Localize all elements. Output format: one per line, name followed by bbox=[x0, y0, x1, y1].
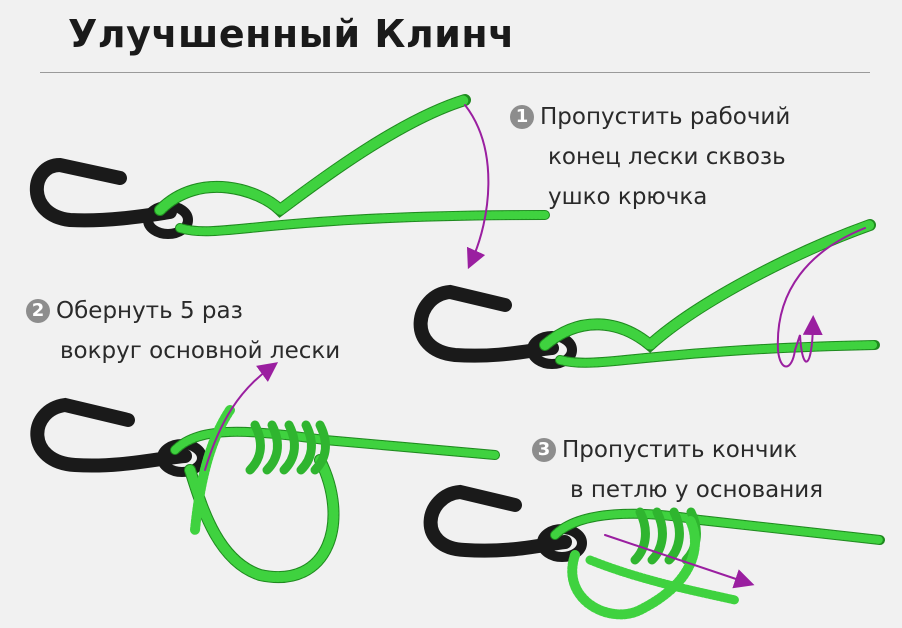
step-text: Пропустить рабочий bbox=[540, 104, 791, 130]
step-text: конец лески сквозь bbox=[548, 144, 786, 170]
line-step-2 bbox=[539, 219, 880, 368]
step-text: Обернуть 5 раз bbox=[56, 298, 243, 324]
step-text: вокруг основной лески bbox=[60, 338, 341, 364]
step-text: ушко крючка bbox=[548, 184, 708, 210]
step-number-badge: 3 bbox=[532, 438, 556, 462]
line-step-1 bbox=[154, 94, 550, 270]
step-number-badge: 1 bbox=[510, 105, 534, 129]
step-number-badge: 2 bbox=[26, 299, 50, 323]
step-text: Пропустить кончик bbox=[562, 437, 798, 463]
step-text: в петлю у основания bbox=[570, 477, 824, 503]
title-divider bbox=[40, 72, 870, 73]
line-step-4 bbox=[550, 507, 885, 620]
hook-icon-3 bbox=[30, 397, 207, 477]
page-title: Улучшенный Клинч bbox=[68, 12, 515, 56]
line-step-3 bbox=[170, 362, 500, 583]
hook-icon-2 bbox=[413, 284, 577, 369]
